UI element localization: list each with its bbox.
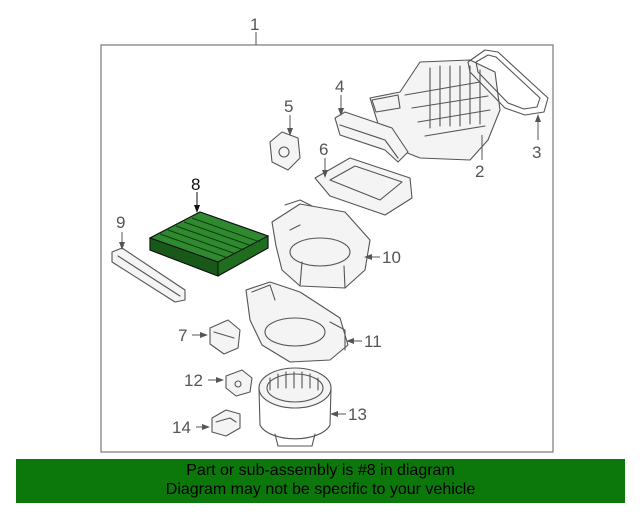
callout-8: 8 xyxy=(191,175,200,194)
part-5-actuator xyxy=(269,131,301,171)
callout-11: 11 xyxy=(364,332,382,351)
callout-6: 6 xyxy=(319,140,328,159)
part-8-cabin-air-filter xyxy=(148,211,270,277)
part-14-connector xyxy=(211,409,241,437)
callout-10: 10 xyxy=(382,248,401,267)
part-10-upper-case xyxy=(271,199,371,289)
callout-5: 5 xyxy=(284,97,293,116)
banner-line-2: Diagram may not be specific to your vehi… xyxy=(165,481,476,498)
callout-3: 3 xyxy=(532,143,541,162)
callout-4: 4 xyxy=(335,77,344,96)
info-banner: Part or sub-assembly is #8 in diagram Di… xyxy=(16,459,625,503)
callout-2: 2 xyxy=(475,162,484,181)
callout-9: 9 xyxy=(116,213,125,232)
part-13-blower-motor xyxy=(258,367,332,447)
part-6-housing-lid xyxy=(314,157,413,216)
assembly-frame xyxy=(100,44,554,453)
part-11-lower-case xyxy=(245,281,349,363)
part-7-resistor xyxy=(209,319,241,355)
callout-14: 14 xyxy=(172,418,191,437)
callout-7: 7 xyxy=(178,326,187,345)
callout-1: 1 xyxy=(250,15,259,34)
banner-line-1: Part or sub-assembly is #8 in diagram xyxy=(186,462,455,479)
part-12-module xyxy=(225,369,253,397)
part-3-seal xyxy=(467,49,549,116)
part-4-duct xyxy=(334,111,409,163)
callout-12: 12 xyxy=(184,371,203,390)
callout-13: 13 xyxy=(348,405,367,424)
parts-diagram: 1 2 3 4 5 6 8 xyxy=(100,15,554,453)
